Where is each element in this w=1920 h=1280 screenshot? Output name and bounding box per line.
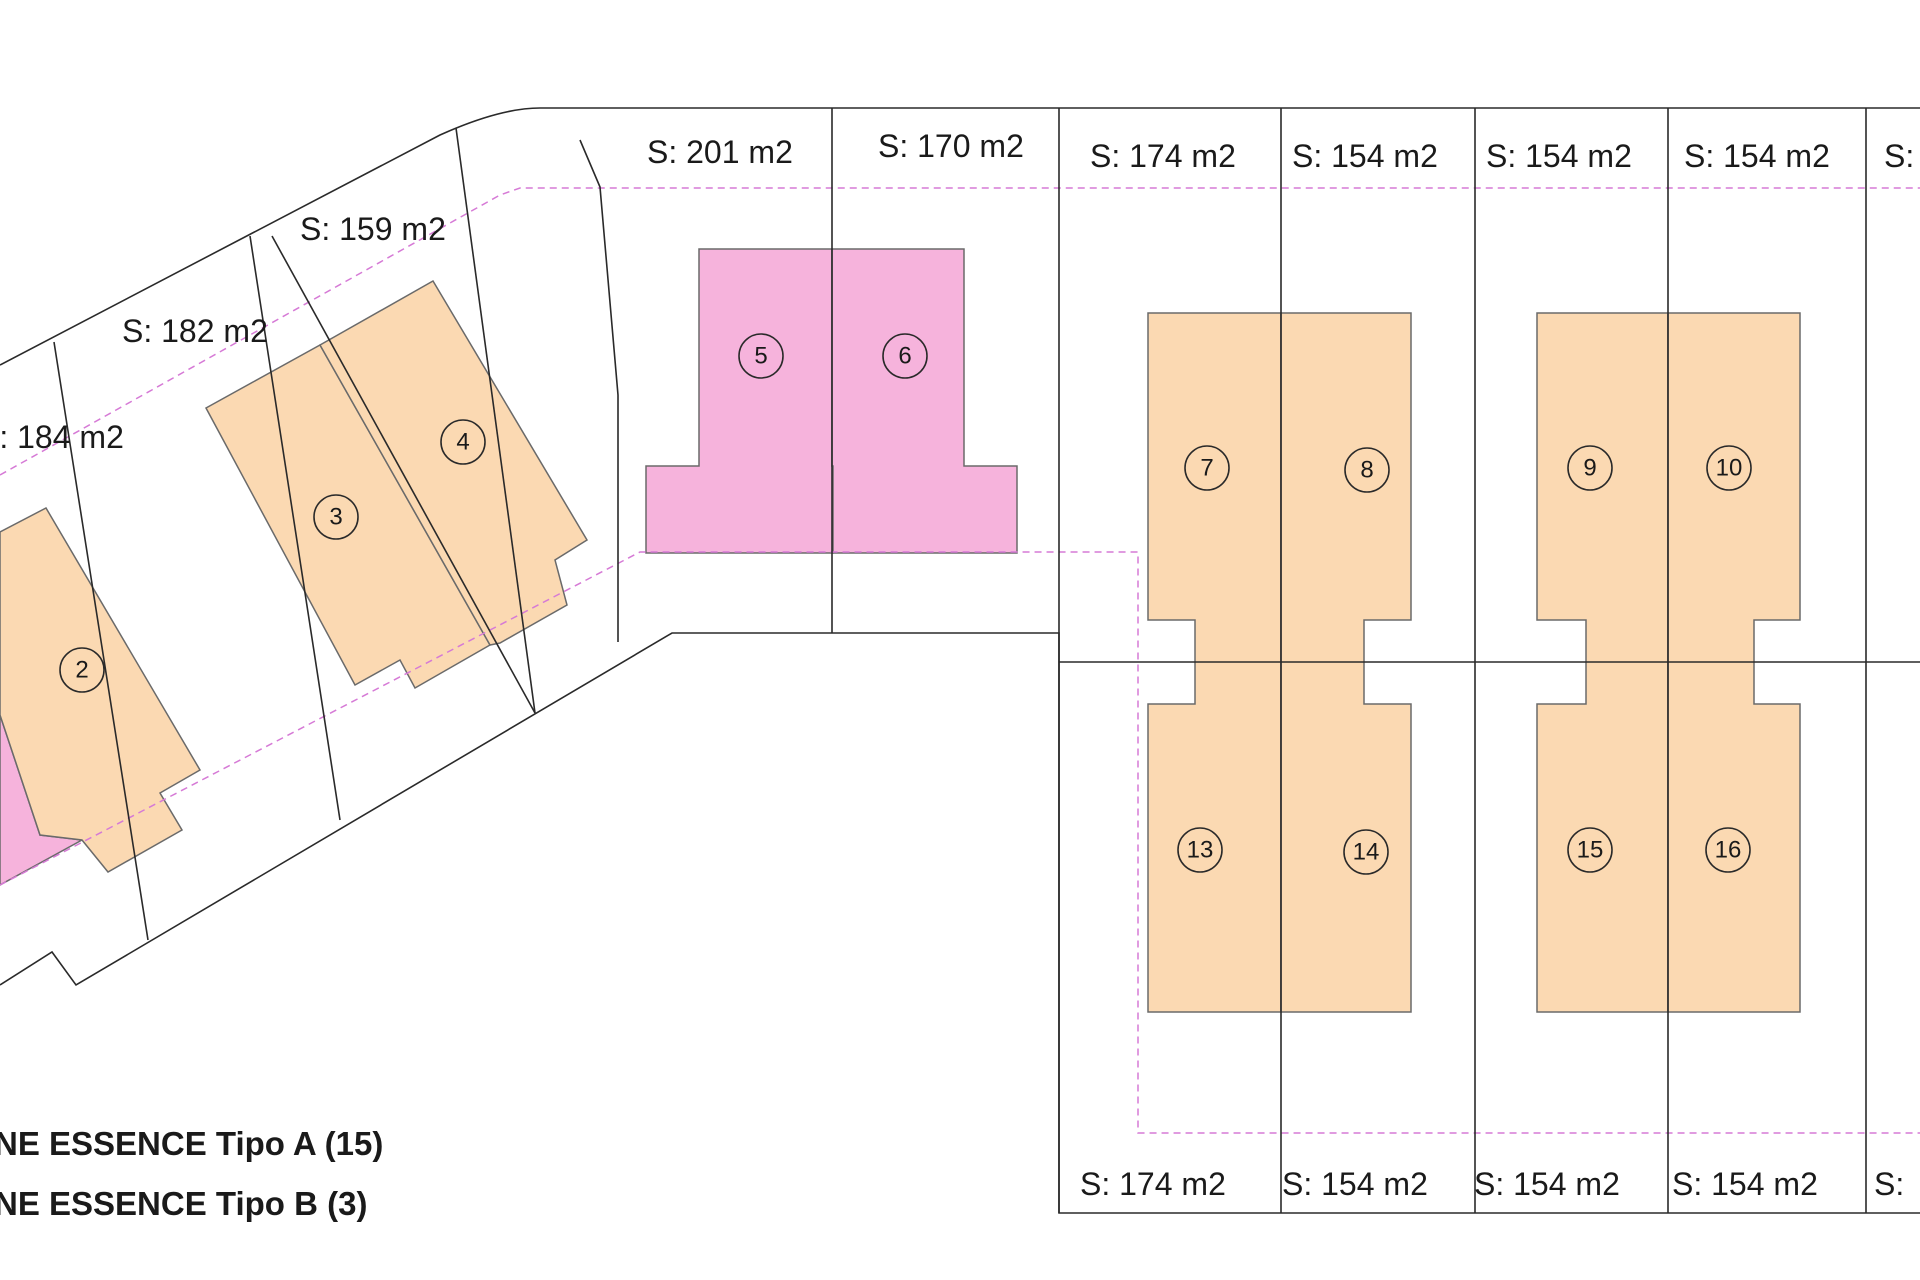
building-4 (318, 279, 589, 646)
unit-number-6: 6 (898, 343, 911, 370)
unit-circle-6 (882, 333, 928, 379)
unit-number-16: 16 (1715, 837, 1742, 864)
unit-number-2: 2 (75, 657, 88, 684)
tipo-b-buildings (0, 248, 1018, 886)
unit-circle-4 (440, 419, 486, 465)
site-outline-top (0, 107, 1920, 366)
unit-circle-13 (1177, 827, 1223, 873)
setback-lines (0, 187, 1920, 1134)
divider-2 (249, 235, 341, 821)
unit-number-10: 10 (1716, 455, 1743, 482)
legend-item-tipo-b: NE ESSENCE Tipo B (3) (0, 1185, 367, 1222)
plot-area-label: S: 184 m2 (0, 419, 124, 455)
unit-number-14: 14 (1353, 839, 1380, 866)
unit-number-3: 3 (329, 504, 342, 531)
plot-area-label: S: (1874, 1166, 1904, 1202)
unit-number-7: 7 (1200, 455, 1213, 482)
divider-3 (455, 127, 536, 714)
plot-area-label: S: 154 m2 (1292, 138, 1438, 174)
divider-4 (271, 235, 536, 714)
plot-area-label: S: 159 m2 (300, 211, 446, 247)
unit-circle-15 (1567, 827, 1613, 873)
plot-area-label: S: 154 m2 (1474, 1166, 1620, 1202)
unit-number-8: 8 (1360, 457, 1373, 484)
unit-circle-9 (1567, 445, 1613, 491)
legend-item-tipo-a: NE ESSENCE Tipo A (15) (0, 1125, 383, 1162)
plot-area-label: S: 170 m2 (878, 128, 1024, 164)
unit-circle-16 (1705, 827, 1751, 873)
unit-circle-14 (1343, 829, 1389, 875)
unit-circle-8 (1344, 447, 1390, 493)
plot-area-label: S: 154 m2 (1684, 138, 1830, 174)
unit-circle-10 (1706, 445, 1752, 491)
unit-circle-3 (313, 494, 359, 540)
unit-numbers: 2 3 4 5 6 7 8 9 10 13 14 15 16 (75, 343, 1742, 866)
plot-area-label: S: (1884, 138, 1914, 174)
plot-area-label: S: 174 m2 (1080, 1166, 1226, 1202)
outline-bend (579, 139, 619, 642)
building-6 (831, 248, 1018, 554)
divider-1 (53, 341, 149, 941)
plot-area-label: S: 182 m2 (122, 313, 268, 349)
plot-area-label: S: 201 m2 (647, 134, 793, 170)
plot-boundaries (0, 107, 1920, 1214)
unit-circle-5 (738, 333, 784, 379)
plot-area-label: S: 174 m2 (1090, 138, 1236, 174)
plot-area-labels: S: 184 m2 S: 182 m2 S: 159 m2 S: 201 m2 … (0, 128, 1914, 1202)
unit-number-9: 9 (1583, 455, 1596, 482)
unit-number-15: 15 (1577, 837, 1604, 864)
plot-area-label: S: 154 m2 (1282, 1166, 1428, 1202)
unit-number-13: 13 (1187, 837, 1214, 864)
unit-circle-7 (1184, 445, 1230, 491)
legend: NE ESSENCE Tipo A (15) NE ESSENCE Tipo B… (0, 1125, 383, 1222)
unit-circle-2 (59, 647, 105, 693)
building-2 (0, 507, 202, 873)
plot-area-label: S: 154 m2 (1486, 138, 1632, 174)
unit-number-5: 5 (754, 343, 767, 370)
plot-area-label: S: 154 m2 (1672, 1166, 1818, 1202)
setback-line-lower (0, 551, 1920, 1134)
unit-number-4: 4 (456, 429, 469, 456)
building-5 (645, 248, 834, 554)
unit-markers (59, 333, 1752, 875)
